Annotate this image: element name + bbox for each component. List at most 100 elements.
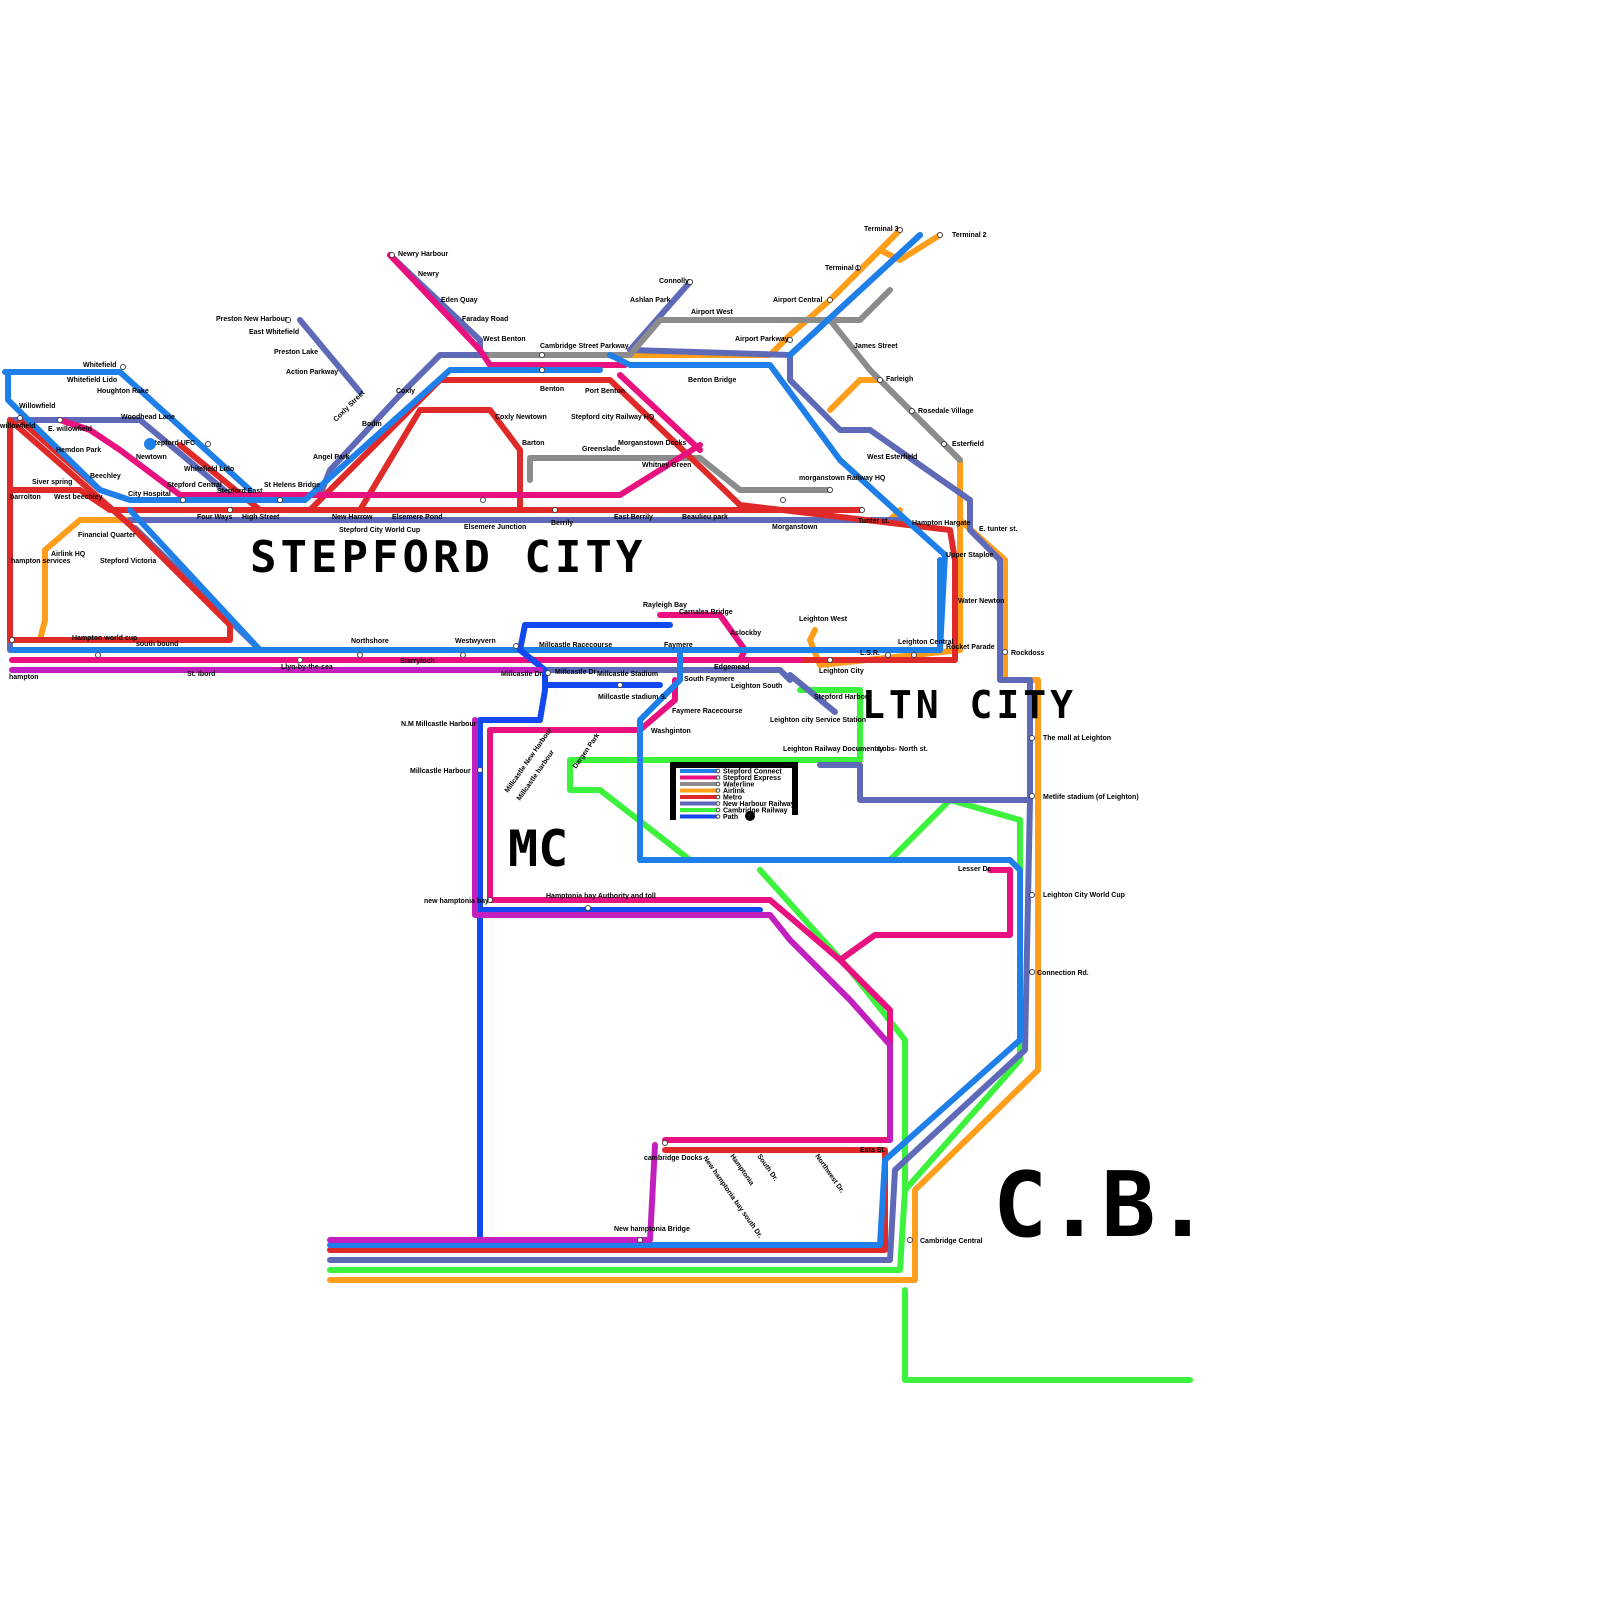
station-label[interactable]: Millcastle Dr [555,669,597,676]
route-stepford-connect[interactable] [2,232,1023,1248]
station-label[interactable]: Angel Park [313,454,350,461]
station-dot[interactable] [897,227,903,233]
station-label[interactable]: West Benton [483,336,526,343]
station-label[interactable]: Leighton Railway Documentry [783,746,883,753]
station-label[interactable]: Starryloch [400,658,435,665]
station-label[interactable]: Northshore [351,638,389,645]
station-label[interactable]: Washginton [651,728,691,735]
station-label[interactable]: St Helens Bridge [264,482,320,489]
station-dot[interactable] [687,279,693,285]
station-label[interactable]: Benton [540,386,564,393]
station-label[interactable]: Hampton Hargate [912,520,970,527]
station-label[interactable]: Willowfield [19,403,56,410]
station-dot[interactable] [285,317,291,323]
station-label[interactable]: The mall at Leighton [1043,735,1111,742]
station-label[interactable]: Dargen Park [572,732,601,770]
station-label[interactable]: Hampton world cup [72,635,137,642]
station-label[interactable]: Elsemere Junction [464,524,526,531]
station-label[interactable]: Leighton City [819,668,864,675]
station-label[interactable]: Tunter st. [858,518,889,525]
station-label[interactable]: Coxly Newtown [495,414,547,421]
station-label[interactable]: High Street [242,514,280,521]
station-label[interactable]: Aslockby [730,630,761,637]
station-dot[interactable] [909,408,915,414]
station-dot[interactable] [545,670,551,676]
station-label[interactable]: Stepford Central [167,482,222,489]
station-label[interactable]: Rayleigh Bay [643,602,687,609]
station-label[interactable]: new hamptonia bay [424,898,489,905]
station-dot[interactable] [637,1237,643,1243]
station-label[interactable]: Newtown [136,454,167,461]
station-label[interactable]: Coxly [396,388,415,395]
station-label[interactable]: Leighton West [799,616,848,623]
station-dot[interactable] [885,652,891,658]
station-dot[interactable] [460,652,466,658]
route-stepford-express[interactable] [9,252,1013,1143]
station-label[interactable]: Millcastle Dr. [501,671,544,678]
route-cambridge-railway[interactable] [327,657,1193,1383]
station-dot[interactable] [585,905,591,911]
station-label[interactable]: East Berrily [614,514,653,521]
station-label[interactable]: Whitefield Lido [67,377,117,384]
station-label[interactable]: E. willowfield [48,426,92,433]
station-label[interactable]: Stepford city Railway HQ [571,414,655,421]
station-dot[interactable] [941,441,947,447]
station-label[interactable]: Leighton Central [898,639,954,646]
station-label[interactable]: South Dr. [755,1153,779,1183]
station-label[interactable]: Port Benton [585,388,625,395]
station-dot[interactable] [227,507,233,513]
station-dot[interactable] [855,265,861,271]
station-label[interactable]: willowfield [0,423,35,430]
station-label[interactable]: West beechley [54,494,103,501]
station-label[interactable]: Stepford Harbour [814,694,872,701]
station-dot[interactable] [617,682,623,688]
station-dot[interactable] [1029,892,1035,898]
station-label[interactable]: Terminal 1 [825,265,860,272]
station-label[interactable]: Action Parkway [286,369,338,376]
station-label[interactable]: Cambridge Street Parkway [540,343,629,350]
station-label[interactable]: Lesser Dr. [958,866,992,873]
station-dot[interactable] [277,497,283,503]
station-dot[interactable] [513,643,519,649]
station-label[interactable]: Hamptonia [728,1153,755,1187]
station-label[interactable]: Elsemere Pond [392,514,443,521]
station-label[interactable]: West Esterfield [867,454,917,461]
station-dot[interactable] [357,652,363,658]
station-label[interactable]: barrolton [10,494,41,501]
station-dot[interactable] [180,497,186,503]
station-dot[interactable] [907,1237,913,1243]
station-label[interactable]: Faraday Road [462,316,508,323]
station-dot[interactable] [552,507,558,513]
station-label[interactable]: Airlink HQ [51,551,86,558]
station-label[interactable]: Connection Rd. [1037,970,1089,977]
station-label[interactable]: Whitefield Lido [184,466,234,473]
station-label[interactable]: hampton [9,674,39,681]
station-label[interactable]: Beechley [90,473,121,480]
station-label[interactable]: Airport Central [773,297,822,304]
station-label[interactable]: Millcastle Stadium [597,671,658,678]
station-label[interactable]: Barton [522,440,545,447]
station-label[interactable]: East Whitefield [249,329,299,336]
station-label[interactable]: Water Newton [958,598,1004,605]
station-label[interactable]: Whitney Green [642,462,691,469]
station-dot[interactable] [787,337,793,343]
station-dot[interactable] [205,441,211,447]
station-label[interactable]: Eden Quay [441,297,478,304]
station-dot[interactable] [487,897,493,903]
station-label[interactable]: Rosedale Village [918,408,974,415]
station-label[interactable]: Leighton city Service Station [770,717,866,724]
station-label[interactable]: Rockdoss [1011,650,1045,657]
station-dot[interactable] [662,1140,668,1146]
station-label[interactable]: Stepford City World Cup [339,527,420,534]
station-label[interactable]: Woodhead Lane [121,414,175,421]
station-label[interactable]: Greenslade [582,446,620,453]
stadium-marker[interactable] [144,438,156,450]
station-label[interactable]: Stepford UFC [150,440,195,447]
station-dot[interactable] [9,637,15,643]
station-dot[interactable] [1029,793,1035,799]
station-label[interactable]: Newry [418,271,439,278]
station-label[interactable]: Morganstown [772,524,818,531]
route-magenta[interactable] [9,667,893,1243]
station-label[interactable]: Llyn-by-the-sea [281,664,333,671]
station-label[interactable]: Financial Quarter [78,532,136,539]
